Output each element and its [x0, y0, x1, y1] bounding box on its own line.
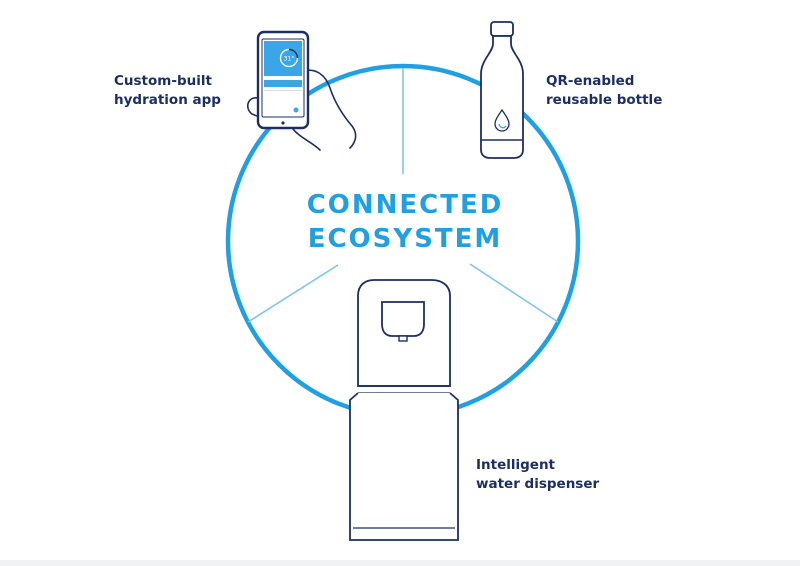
dispenser-label-line-1: Intelligent	[476, 457, 556, 473]
smartphone-in-hand-icon: 31°	[246, 30, 357, 151]
bottle-label-line-2: reusable bottle	[546, 92, 663, 108]
water-dispenser-icon	[349, 279, 459, 541]
diagram-title-line-1: CONNECTED	[306, 190, 504, 220]
app-label-line-1: Custom-built	[114, 73, 212, 89]
dispenser-label-line-2: water dispenser	[476, 476, 600, 492]
divider-right	[469, 263, 559, 323]
diagram-title: CONNECTED ECOSYSTEM	[250, 188, 560, 256]
app-label: Custom-built hydration app	[114, 72, 254, 110]
diagram-title-line-2: ECOSYSTEM	[307, 224, 503, 254]
water-drop-icon	[494, 108, 510, 132]
reusable-bottle-icon	[480, 21, 524, 159]
phone-gauge-value: 31°	[284, 56, 295, 63]
dispenser-label: Intelligent water dispenser	[476, 456, 646, 494]
bottle-label: QR-enabled reusable bottle	[546, 72, 706, 110]
bottom-band	[0, 560, 800, 566]
bottle-label-line-1: QR-enabled	[546, 73, 635, 89]
divider-left	[247, 264, 339, 323]
app-label-line-2: hydration app	[114, 92, 221, 108]
